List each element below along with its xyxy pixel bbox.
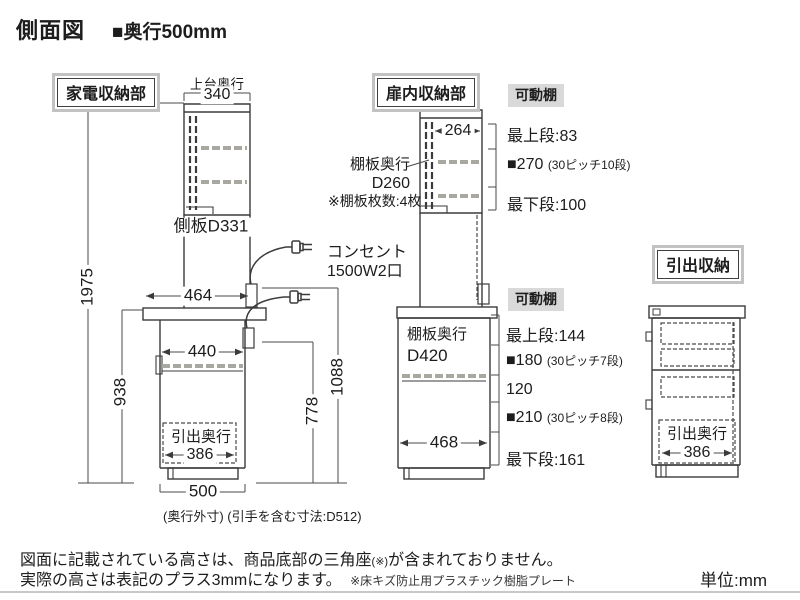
dim-1975: 1975 xyxy=(78,265,98,309)
shelf-depth-upper: D260 xyxy=(371,175,410,192)
dimension-arrows xyxy=(146,127,732,459)
shelf-depth-label-upper: 棚板奥行 xyxy=(349,156,410,173)
side-panel-label: 側板D331 xyxy=(170,217,252,237)
cabinet-outlines xyxy=(142,103,746,480)
footer-note-1-tail: が含まれておりません。 xyxy=(388,552,563,569)
outlet-label: コンセント xyxy=(327,244,408,261)
left-dim-386: 386 xyxy=(183,446,217,464)
lower-row-1-value: ■180 xyxy=(506,352,543,369)
shelf-depth-lower: D420 xyxy=(407,346,448,365)
power-plug-icon-2 xyxy=(284,290,310,304)
outer-depth-note: (奥行外寸) (引手を含む寸法:D512) xyxy=(163,509,362,524)
footer-note-2-main: 実際の高さは表記のプラス3mmになります。 xyxy=(20,572,342,589)
footer-rule xyxy=(0,591,800,593)
outlet-spec: 1500W2口 xyxy=(327,263,403,280)
depth-note: ■奥行500mm xyxy=(112,22,227,43)
door-panel-dashes xyxy=(188,116,434,210)
dim-340: 340 xyxy=(200,86,234,104)
drawer-dashes xyxy=(162,215,736,464)
lower-row-3: ■210 (30ピッチ8段) xyxy=(506,409,623,427)
lower-row-2: 120 xyxy=(506,381,533,398)
footer-note-1-main: 図面に記載されている高さは、商品底部の三角座 xyxy=(20,552,372,569)
footer-note-2-small: ※床キズ防止用プラスチック樹脂プレート xyxy=(350,574,576,588)
dim-1088: 1088 xyxy=(328,355,348,399)
unit-label: 単位:mm xyxy=(700,571,768,590)
dim-264: 264 xyxy=(441,122,475,140)
left-drawer-depth-label: 引出奥行 xyxy=(168,425,234,447)
upper-pitch-note: (30ピッチ10段) xyxy=(547,158,631,172)
upper-pitch-row: ■270 (30ピッチ10段) xyxy=(507,156,631,174)
dim-938: 938 xyxy=(111,374,131,410)
upper-top-step: 最上段:83 xyxy=(507,128,578,145)
shelf-count-note: ※棚板枚数:4枚 xyxy=(328,193,422,209)
middle-unit-label: 扉内収納部 xyxy=(377,78,476,107)
movable-shelf-tag-upper: 可動棚 xyxy=(508,84,564,107)
dim-440: 440 xyxy=(184,342,220,362)
right-drawer-depth-label: 引出奥行 xyxy=(664,422,730,444)
lower-row-3-note: (30ピッチ8段) xyxy=(546,411,623,425)
left-unit-label: 家電収納部 xyxy=(57,78,156,107)
page-title: 側面図 xyxy=(16,18,86,43)
dim-500: 500 xyxy=(185,482,221,502)
shelf-depth-label-lower: 棚板奥行 xyxy=(407,326,468,343)
lower-row-0: 最上段:144 xyxy=(506,328,586,345)
footer-note-1-small: (※) xyxy=(371,556,389,568)
power-cords xyxy=(245,246,287,329)
upper-pitch-value: ■270 xyxy=(507,156,544,173)
lower-row-4: 最下段:161 xyxy=(506,452,586,469)
lower-row-1: ■180 (30ピッチ7段) xyxy=(506,352,623,370)
right-unit-label: 引出収納 xyxy=(657,250,740,279)
dim-778: 778 xyxy=(303,393,323,429)
lower-row-3-value: ■210 xyxy=(506,409,543,426)
dim-464: 464 xyxy=(180,286,216,306)
movable-shelf-tag-lower: 可動棚 xyxy=(508,288,564,311)
upper-bottom-step: 最下段:100 xyxy=(507,197,587,214)
dim-468: 468 xyxy=(426,433,462,453)
power-plug-icon xyxy=(286,240,312,254)
shelf-dashes xyxy=(162,146,486,378)
footer-note-1: 図面に記載されている高さは、商品底部の三角座(※)が含まれておりません。 xyxy=(20,546,563,570)
right-dim-386: 386 xyxy=(680,444,714,462)
lower-row-1-note: (30ピッチ7段) xyxy=(546,354,623,368)
footer-note-2: 実際の高さは表記のプラス3mmになります。 ※床キズ防止用プラスチック樹脂プレー… xyxy=(20,566,576,590)
